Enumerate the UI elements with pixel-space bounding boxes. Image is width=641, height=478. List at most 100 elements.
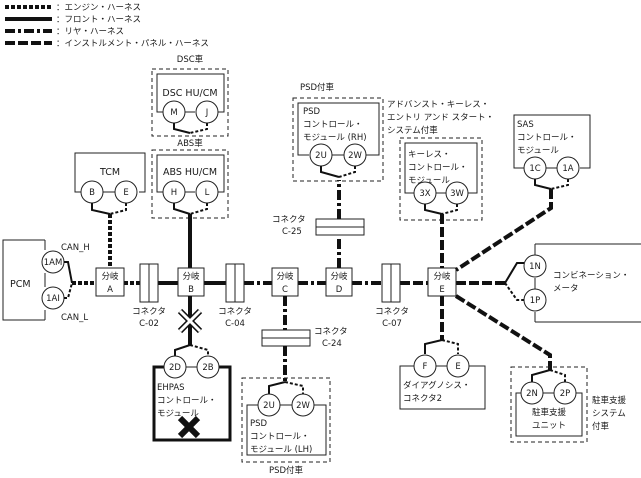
can-l-label: CAN_L	[61, 313, 88, 323]
c25-code: C-25	[282, 227, 302, 237]
ehpas-pin-2b	[196, 355, 220, 379]
pcm-box	[2, 239, 45, 321]
c04-code: C-04	[225, 319, 245, 329]
split-b-label: 分岐	[182, 271, 200, 282]
dlc-pin-e	[446, 354, 470, 378]
psd-rh-label-2: コントロール・	[303, 120, 363, 130]
c24-label: コネクタ	[314, 327, 348, 337]
psd-rh-pin-2u-label: 2U	[315, 151, 327, 161]
meter-pin-1n	[523, 254, 547, 278]
wire-sas-e	[454, 189, 553, 272]
abs-pin-h-label: H	[171, 188, 177, 198]
split-c-label: 分岐	[276, 271, 294, 282]
c07-label: コネクタ	[375, 307, 409, 317]
tcm-pin-b-label: B	[89, 188, 95, 198]
psd-rh-module: PSD付車 PSD コントロール・ モジュール (RH) 2U 2W	[292, 82, 384, 182]
connector-c24: コネクタ C-24	[261, 327, 348, 349]
connector-c07: コネクタ C-07	[375, 263, 409, 329]
dsc-label: DSC HU/CM	[162, 88, 217, 99]
sas-label-1: SAS	[517, 120, 534, 130]
dlc-module: F E ダイアグノシス・ コネクタ2	[399, 339, 486, 410]
parking-assist-module: 2N 2P 駐車支援 ユニット 駐車支援 システム 付車	[510, 366, 627, 443]
sas-pin-1a-label: 1A	[562, 164, 573, 174]
split-c: 分岐 C	[271, 267, 299, 297]
keyless-group-label-1: アドバンスト・キーレス・	[387, 100, 489, 110]
split-a: 分岐 A	[95, 267, 125, 297]
dsc-group-label: DSC車	[177, 54, 204, 65]
can-h-label: CAN_H	[61, 243, 90, 253]
psd-lh-label-2: コントロール・	[250, 432, 310, 442]
c25-label: コネクタ	[272, 215, 306, 225]
parking-pin-2n-label: 2N	[526, 389, 538, 399]
c07-code: C-07	[382, 319, 402, 329]
sas-label-2: コントロール・	[517, 133, 577, 143]
abs-pin-l-label: L	[205, 188, 210, 198]
keyless-pin-3w-label: 3W	[450, 189, 464, 199]
meter-label-1: コンビネーション・	[553, 271, 629, 281]
keyless-pin-3x-label: 3X	[419, 189, 430, 199]
ehpas-label-2: コントロール・	[157, 396, 217, 406]
ehpas-box	[152, 365, 232, 442]
psd-lh-pin-2w-label: 2W	[296, 401, 310, 411]
legend-inst-label: ：インストルメント・パネル・ハーネス	[56, 39, 209, 49]
ehpas-label-1: EHPAS	[157, 383, 185, 393]
parking-pin-2p-label: 2P	[560, 389, 571, 399]
meter-module: 1N 1P コンビネーション・ メータ	[504, 243, 641, 323]
parking-label-2: ユニット	[532, 421, 566, 431]
meter-pin-1p-label: 1P	[530, 296, 541, 306]
pcm-pin-1am-label: 1AM	[44, 258, 63, 268]
dlc-pin-f-label: F	[423, 362, 428, 372]
tcm-module: TCM B E	[74, 152, 146, 268]
connector-c02: コネクタ C-02	[132, 263, 166, 329]
legend-rear-label: ：リヤ・ハーネス	[56, 27, 124, 37]
ehpas-pin-2b-label: 2B	[202, 363, 213, 373]
psd-rh-label-1: PSD	[303, 107, 321, 117]
psd-lh-pin-2u-label: 2U	[263, 401, 275, 411]
psd-rh-label-3: モジュール (RH)	[303, 133, 367, 143]
fault-x-icon	[177, 415, 201, 439]
keyless-label-1: キーレス・	[408, 150, 451, 160]
legend-front-label: ：フロント・ハーネス	[56, 15, 141, 25]
legend: ：エンジン・ハーネス ：フロント・ハーネス ：リヤ・ハーネス ：インストルメント…	[5, 3, 209, 49]
dsc-module: DSC車 DSC HU/CM M J	[151, 54, 229, 137]
parking-group-label-1: 駐車支援	[592, 395, 627, 406]
parking-group-label-2: システム	[592, 409, 626, 419]
split-c-letter: C	[282, 285, 288, 295]
pcm-label: PCM	[10, 279, 31, 290]
split-a-letter: A	[107, 285, 113, 295]
ehpas-label-3: モジュール	[157, 409, 199, 419]
open-circuit-mark	[177, 308, 203, 334]
dlc-label-1: ダイアグノシス・	[403, 380, 470, 391]
connector-c25: コネクタ C-25	[272, 215, 365, 237]
sas-pin-1c-label: 1C	[529, 164, 540, 174]
parking-pin-2p	[553, 381, 577, 405]
sas-label-3: モジュール	[517, 146, 559, 156]
c02-label: コネクタ	[132, 307, 166, 317]
split-b: 分岐 B	[177, 267, 205, 297]
split-e-label: 分岐	[433, 271, 451, 282]
keyless-group-label-2: エントリ アンド スタート・	[387, 113, 494, 123]
split-d: 分岐 D	[325, 267, 353, 297]
abs-group-label: ABS車	[177, 138, 203, 149]
legend-engine-label: ：エンジン・ハーネス	[56, 3, 141, 13]
dlc-box	[399, 365, 486, 410]
pcm-module: PCM 1AM 1AI CAN_H CAN_L	[2, 239, 90, 323]
sas-module: SAS コントロール・ モジュール 1C 1A	[454, 114, 591, 272]
meter-label-2: メータ	[553, 284, 579, 294]
tcm-label: TCM	[99, 167, 120, 178]
dlc-pin-e-label: E	[455, 362, 460, 372]
keyless-label-2: コントロール・	[408, 163, 468, 173]
psd-lh-module: 2U 2W PSD コントロール・ モジュール (LH) PSD付車	[241, 377, 331, 476]
tcm-box	[74, 152, 146, 193]
psd-lh-group-label: PSD付車	[269, 465, 304, 476]
keyless-group-label-3: システム付車	[387, 125, 438, 136]
abs-module: ABS車 ABS HU/CM H L	[151, 138, 229, 268]
keyless-module: アドバンスト・キーレス・ エントリ アンド スタート・ システム付車 キーレス・…	[387, 100, 494, 268]
parking-group-label-3: 付車	[592, 421, 610, 432]
psd-rh-pin-2w-label: 2W	[348, 151, 362, 161]
ehpas-module: 2D 2B EHPAS コントロール・ モジュール	[152, 344, 232, 442]
c04-label: コネクタ	[218, 307, 252, 317]
psd-lh-pin-2w	[291, 393, 315, 417]
psd-rh-group-label: PSD付車	[300, 82, 335, 93]
